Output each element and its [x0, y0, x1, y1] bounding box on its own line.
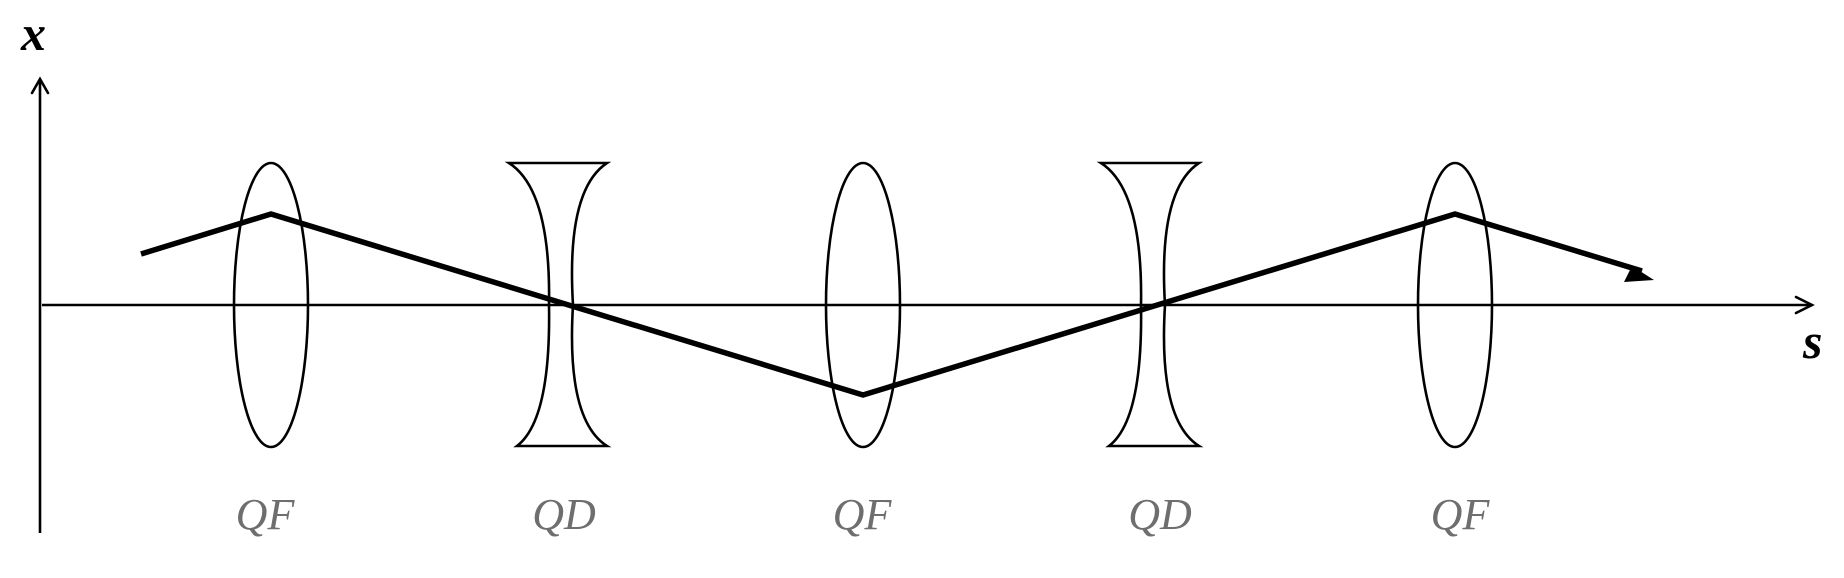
horizontal-axis-arrowhead: [1794, 295, 1815, 315]
particle-trajectory: [140, 211, 1643, 398]
defocusing-lens-shape: [504, 161, 612, 448]
quadrupole-5: QF: [1416, 161, 1494, 539]
quadrupole-2: QD: [504, 161, 612, 539]
focusing-lens-shape: [1416, 161, 1494, 449]
horizontal-axis-label: s: [1802, 313, 1822, 369]
vertical-axis-arrowhead: [30, 76, 50, 95]
trajectory-arrowhead: [1624, 266, 1654, 282]
quadrupole-label: QF: [236, 490, 296, 539]
quadrupole-1: QF: [232, 161, 310, 539]
quadrupole-4: QD: [1096, 161, 1204, 539]
quadrupole-label: QD: [532, 490, 596, 539]
quadrupole-3: QF: [824, 161, 902, 539]
vertical-axis-label: x: [20, 5, 46, 61]
focusing-lens-shape: [232, 161, 310, 449]
focusing-lens-shape: [824, 161, 902, 449]
quadrupole-label: QD: [1128, 490, 1192, 539]
quadrupole-label: QF: [833, 490, 893, 539]
quadrupole-label: QF: [1431, 490, 1491, 539]
defocusing-lens-shape: [1096, 161, 1204, 448]
